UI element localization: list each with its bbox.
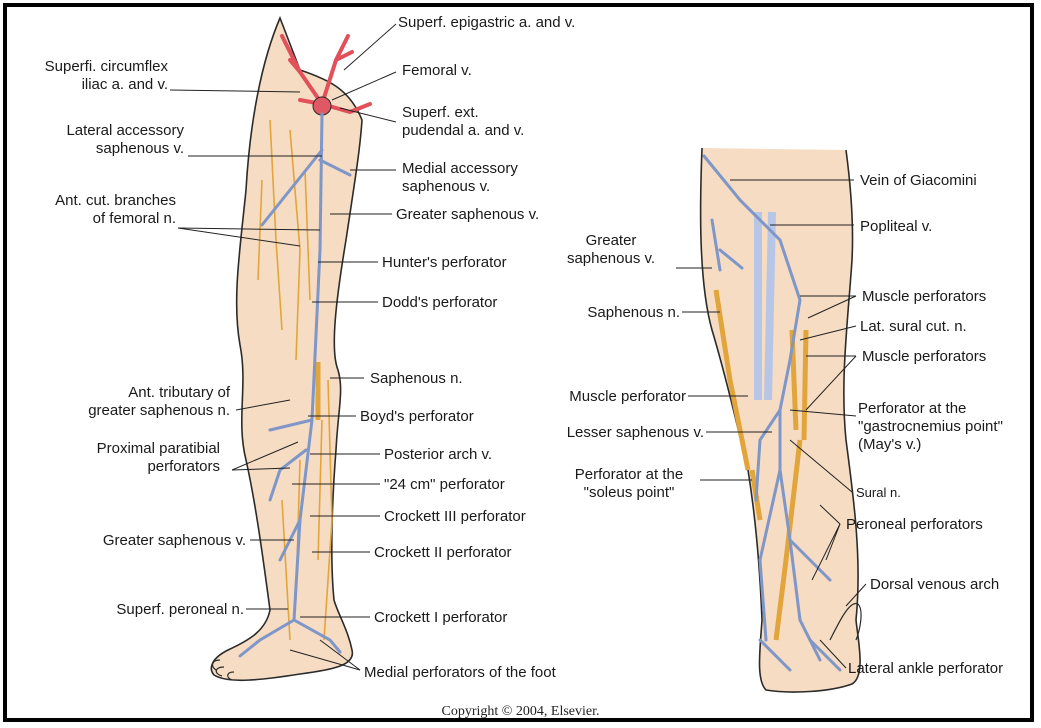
label-muscle-perforator: Muscle perforator	[530, 388, 686, 406]
label-greater-saphenous-top: Greater saphenous v.	[396, 206, 539, 224]
label-dorsal-venous-arch: Dorsal venous arch	[870, 576, 999, 594]
label-femoral-v: Femoral v.	[402, 62, 472, 80]
label-muscle-perforators-1: Muscle perforators	[862, 288, 986, 306]
label-superf-ext-pudendal: Superf. ext. pudendal a. and v.	[402, 104, 524, 140]
label-ant-tributary: Ant. tributary of greater saphenous n.	[40, 384, 230, 420]
label-boyds-perforator: Boyd's perforator	[360, 408, 474, 426]
label-24cm-perforator: "24 cm" perforator	[384, 476, 505, 494]
label-peroneal-perforators: Peroneal perforators	[846, 516, 983, 534]
label-sural-n: Sural n.	[856, 484, 901, 502]
label-popliteal-v: Popliteal v.	[860, 218, 932, 236]
femoral-junction	[313, 97, 331, 115]
left-leg	[211, 18, 370, 680]
label-crockett-1: Crockett I perforator	[374, 609, 507, 627]
label-ant-cut-branches: Ant. cut. branches of femoral n.	[16, 192, 176, 228]
label-lateral-accessory: Lateral accessory saphenous v.	[22, 122, 184, 158]
label-muscle-perforators-2: Muscle perforators	[862, 348, 986, 366]
label-greater-saphenous-low: Greater saphenous v.	[40, 532, 246, 550]
label-superf-epigastric: Superf. epigastric a. and v.	[398, 14, 575, 32]
label-superfi-circumflex: Superfi. circumflex iliac a. and v.	[8, 58, 168, 94]
label-greater-saphenous-right: Greater saphenous v.	[548, 232, 674, 268]
label-saphenous-n-right: Saphenous n.	[540, 304, 680, 322]
label-hunters-perforator: Hunter's perforator	[382, 254, 507, 272]
label-dodds-perforator: Dodd's perforator	[382, 294, 497, 312]
label-lesser-saphenous: Lesser saphenous v.	[526, 424, 704, 442]
label-lateral-ankle-perforator: Lateral ankle perforator	[848, 660, 1003, 678]
copyright: Copyright © 2004, Elsevier.	[0, 704, 1041, 720]
label-soleus-point: Perforator at the "soleus point"	[560, 466, 698, 502]
label-vein-of-giacomini: Vein of Giacomini	[860, 172, 977, 190]
label-crockett-2: Crockett II perforator	[374, 544, 512, 562]
label-medial-perforators-foot: Medial perforators of the foot	[364, 664, 556, 682]
label-superf-peroneal: Superf. peroneal n.	[40, 601, 244, 619]
right-leg	[701, 148, 861, 692]
label-saphenous-n-left: Saphenous n.	[370, 370, 463, 388]
label-gastrocnemius-point: Perforator at the "gastrocnemius point" …	[858, 400, 1003, 454]
label-crockett-3: Crockett III perforator	[384, 508, 526, 526]
label-posterior-arch: Posterior arch v.	[384, 446, 492, 464]
label-medial-accessory: Medial accessory saphenous v.	[402, 160, 518, 196]
label-lat-sural-cut-n: Lat. sural cut. n.	[860, 318, 967, 336]
label-proximal-paratibial: Proximal paratibial perforators	[40, 440, 220, 476]
